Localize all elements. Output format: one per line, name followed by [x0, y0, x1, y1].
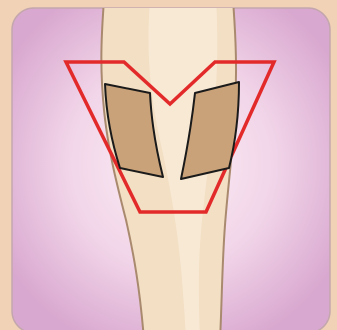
- illustration: [0, 0, 337, 330]
- illustration-canvas: [0, 0, 337, 330]
